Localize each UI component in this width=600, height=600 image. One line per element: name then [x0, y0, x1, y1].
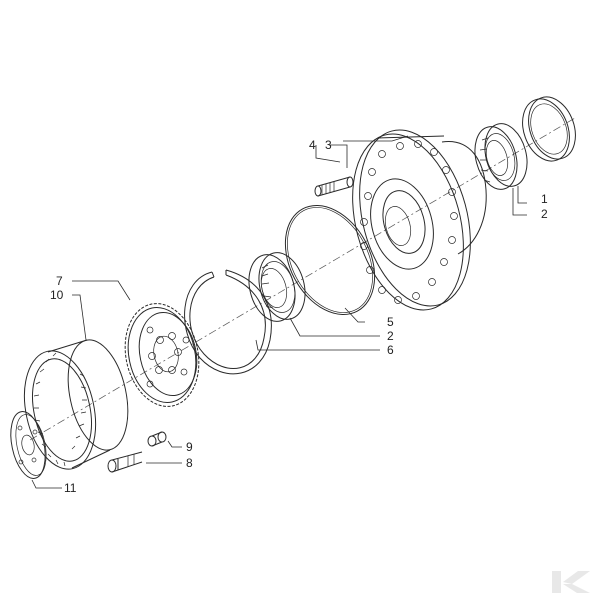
callout-10: 10 — [50, 288, 64, 302]
callout-2-outer-bearing: 2 — [541, 207, 548, 221]
part-bearing-inner — [248, 252, 306, 322]
part-bolt — [107, 451, 143, 473]
part-wheel-hub — [352, 129, 487, 311]
brand-k-logo — [552, 571, 590, 593]
callout-5: 5 — [387, 315, 394, 329]
callout-2-inner-bearing: 2 — [387, 329, 394, 343]
leader-lines — [31, 135, 527, 489]
callout-9: 9 — [186, 440, 193, 454]
callout-1: 1 — [541, 192, 548, 206]
callout-4: 4 — [309, 138, 316, 152]
callout-11: 11 — [64, 481, 77, 495]
part-sleeve — [147, 431, 167, 447]
part-seal-ring — [522, 96, 576, 162]
callout-8: 8 — [186, 456, 193, 470]
part-bearing-outer — [474, 123, 528, 190]
part-stud — [314, 176, 354, 197]
callout-6: 6 — [387, 343, 394, 357]
part-ring-gear — [23, 339, 129, 470]
part-planet-carrier-gear — [124, 303, 200, 407]
part-flange-plate — [10, 411, 47, 479]
part-o-ring — [284, 204, 376, 316]
callout-3: 3 — [325, 138, 332, 152]
part-snap-ring — [184, 269, 272, 375]
callout-7: 7 — [56, 274, 63, 288]
